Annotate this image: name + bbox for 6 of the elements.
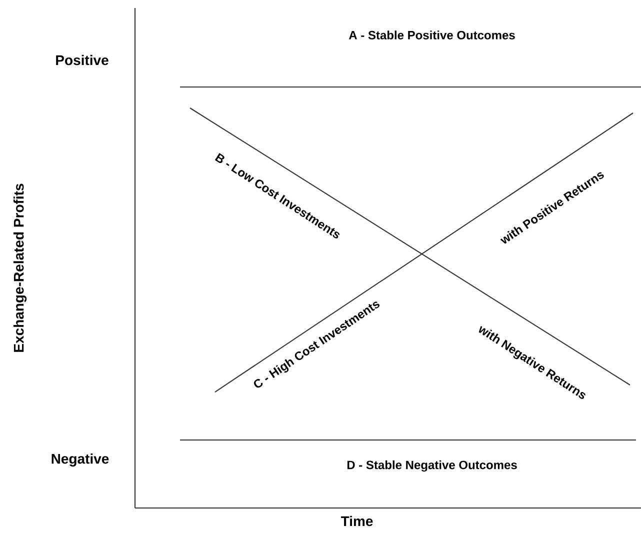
- region-label: A - Stable Positive Outcomes: [348, 30, 515, 40]
- region-label: D - Stable Negative Outcomes: [347, 460, 517, 472]
- axis-title: Exchange-Related Profits: [13, 184, 27, 352]
- axis-label: Negative: [52, 453, 109, 467]
- axis-title: Time: [340, 516, 373, 526]
- axis-label: Positive: [56, 54, 108, 66]
